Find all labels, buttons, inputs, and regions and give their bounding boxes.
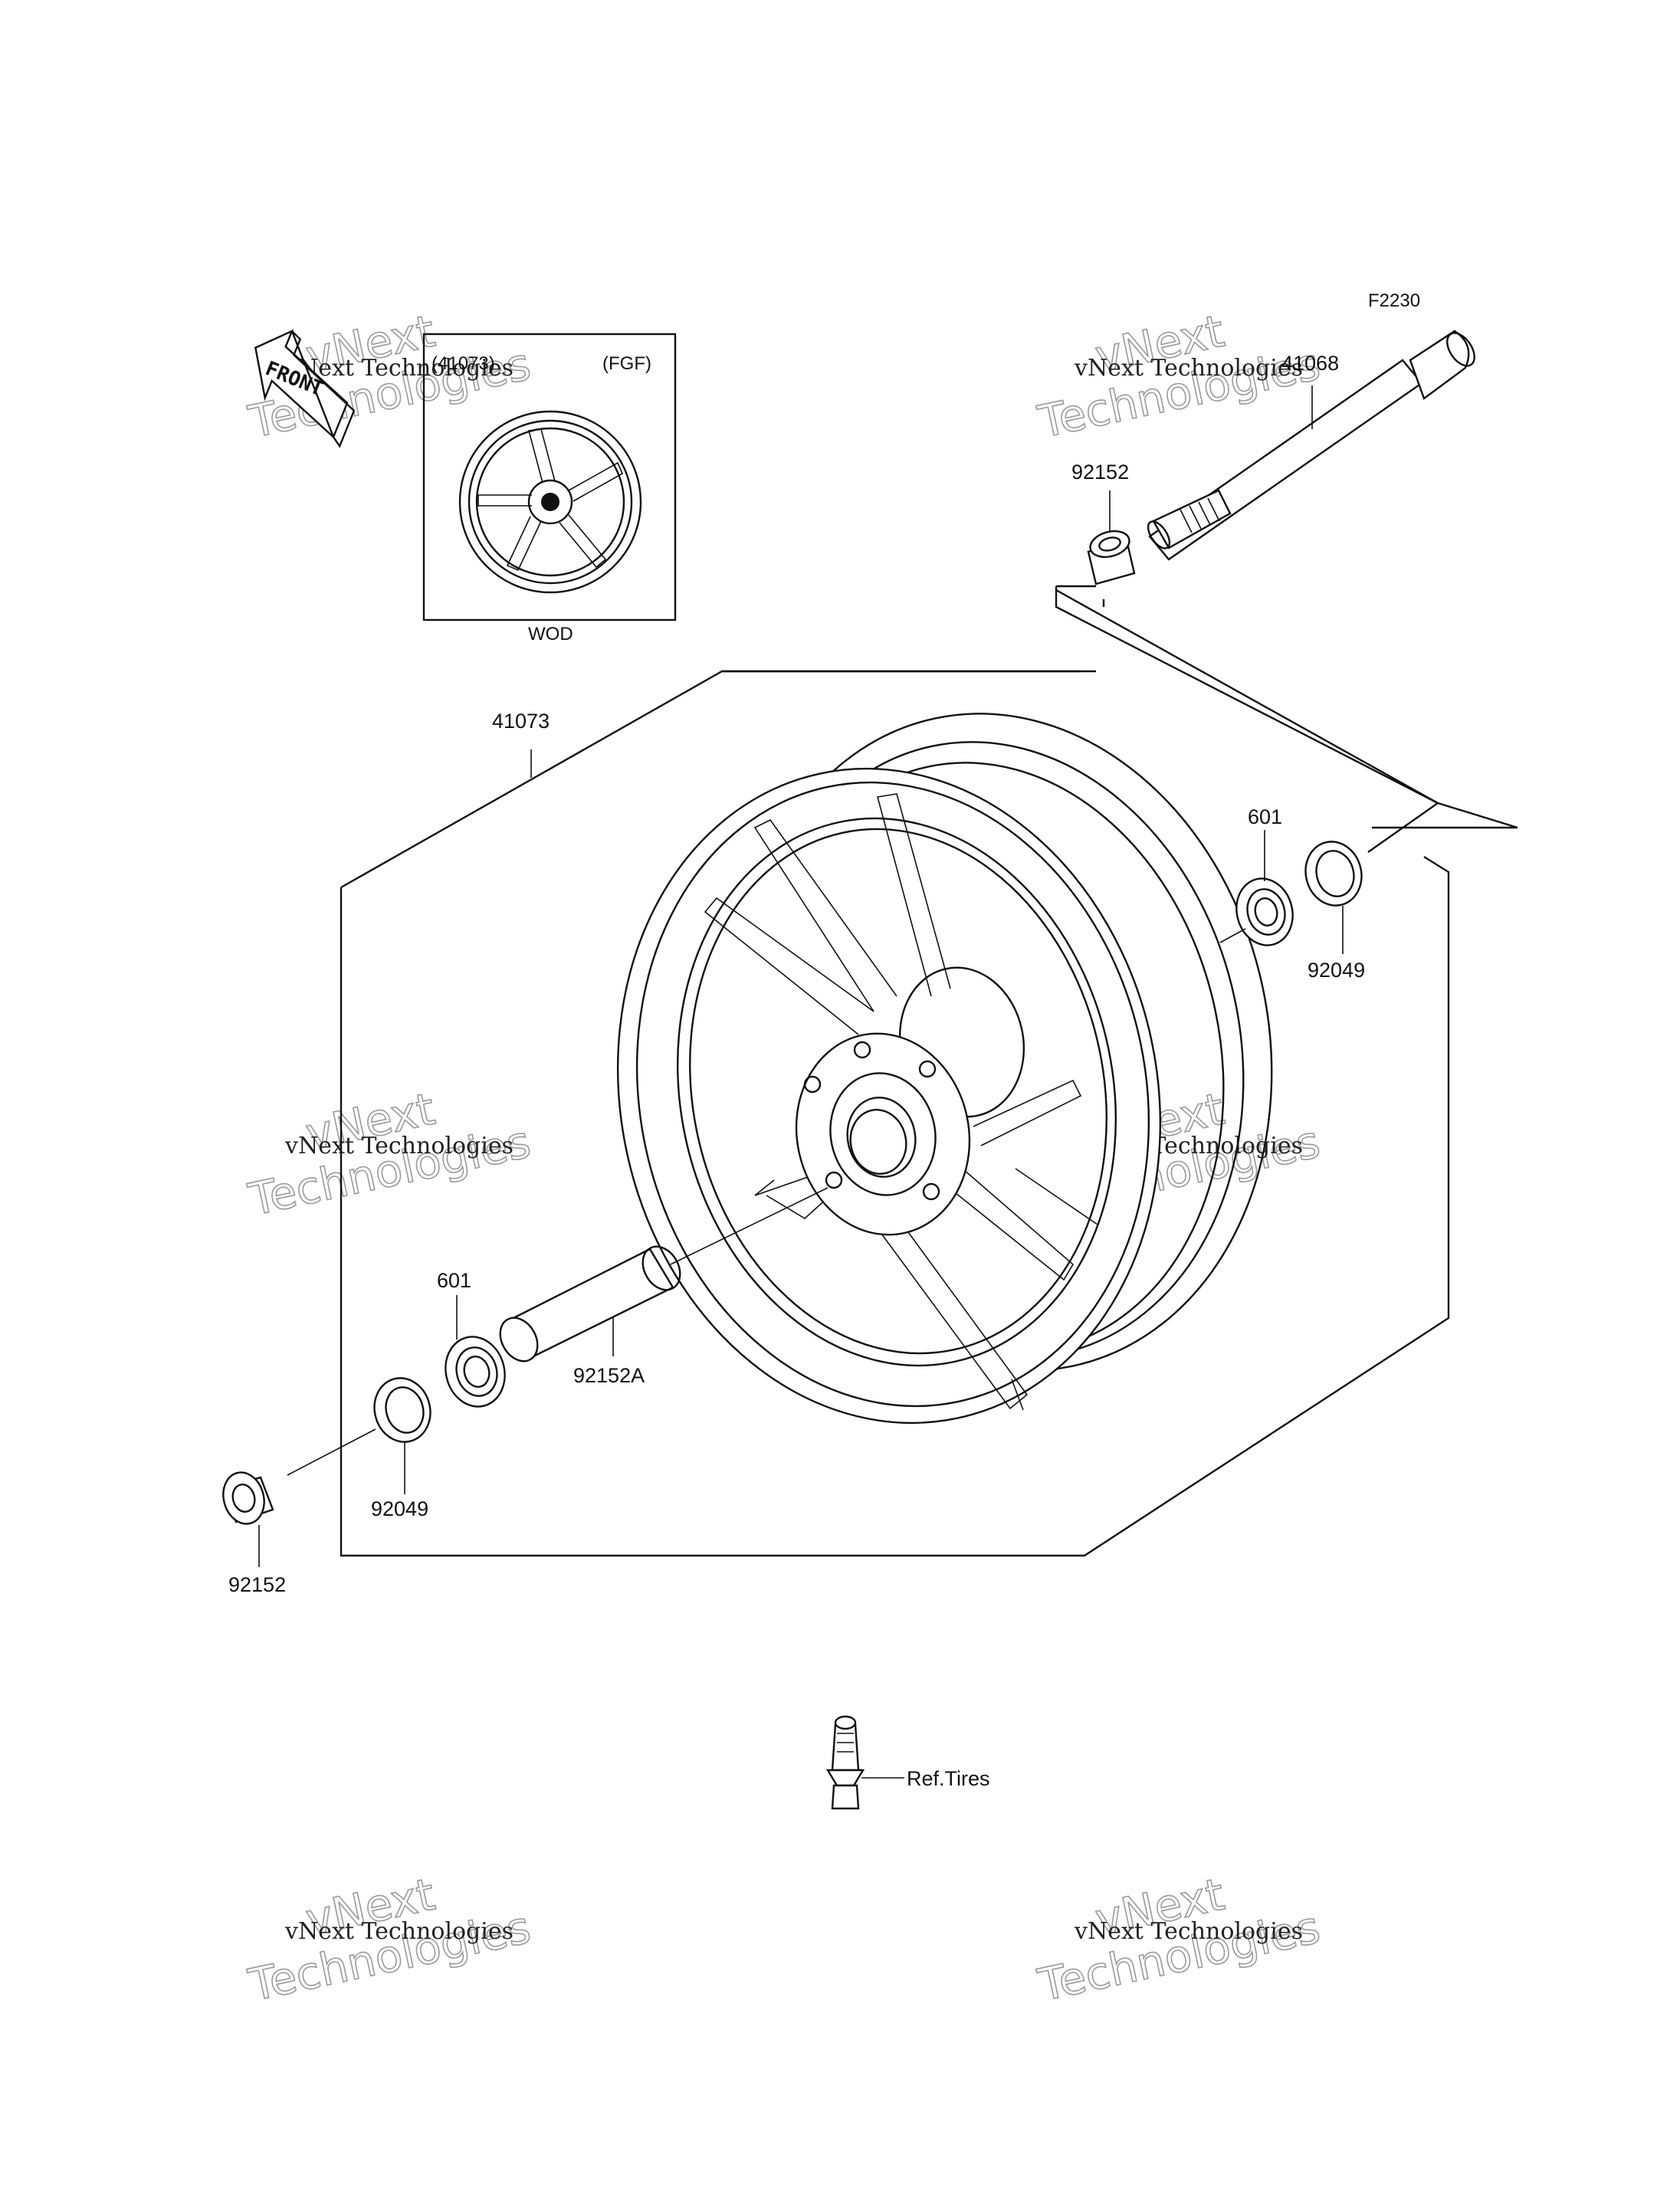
inset-box: (41073) (FGF) WOD — [422, 333, 677, 644]
watermark-text-bottom-right: vNext Technologies — [1074, 1918, 1303, 1945]
seal-right-part — [1304, 841, 1363, 907]
valve-icon — [825, 1715, 865, 1810]
front-wheel — [616, 713, 1273, 1425]
inset-part-ref: (41073) — [431, 353, 495, 374]
label-bearing-left: 601 — [437, 1269, 471, 1292]
label-collar-top: 92152 — [1071, 461, 1129, 484]
collar-top-part — [1087, 530, 1136, 585]
label-collar-left: 92152 — [228, 1573, 286, 1596]
label-seal-right: 92049 — [1308, 959, 1365, 982]
watermark-text-top-left: vNext Technologies — [284, 355, 514, 382]
bearing-right-part — [1235, 877, 1294, 946]
assembly-outline — [340, 585, 1518, 1557]
inset-wheel-icon — [458, 410, 642, 594]
label-seal-left: 92049 — [371, 1497, 428, 1520]
seal-left-part — [373, 1377, 431, 1443]
outline-top-right — [1055, 589, 1440, 853]
watermark-text-bottom-left: vNext Technologies — [284, 1918, 514, 1945]
label-spacer: 92152A — [573, 1364, 645, 1387]
diagram-code: F2230 — [1368, 290, 1420, 311]
spacer-part — [499, 1245, 681, 1362]
label-valve-ref: Ref.Tires — [907, 1767, 990, 1790]
label-wheel-assembly: 41073 — [492, 710, 550, 733]
inset-variant: (FGF) — [602, 353, 651, 374]
inset-caption: WOD — [528, 624, 573, 644]
bearing-left-part — [445, 1336, 506, 1408]
watermark-text-mid-left: vNext Technologies — [284, 1133, 514, 1159]
collar-left-part — [222, 1471, 274, 1525]
axle-part — [1147, 330, 1475, 561]
watermark-text-top-right: vNext Technologies — [1074, 355, 1303, 382]
label-axle: 41068 — [1281, 352, 1339, 375]
label-bearing-right: 601 — [1248, 805, 1282, 828]
